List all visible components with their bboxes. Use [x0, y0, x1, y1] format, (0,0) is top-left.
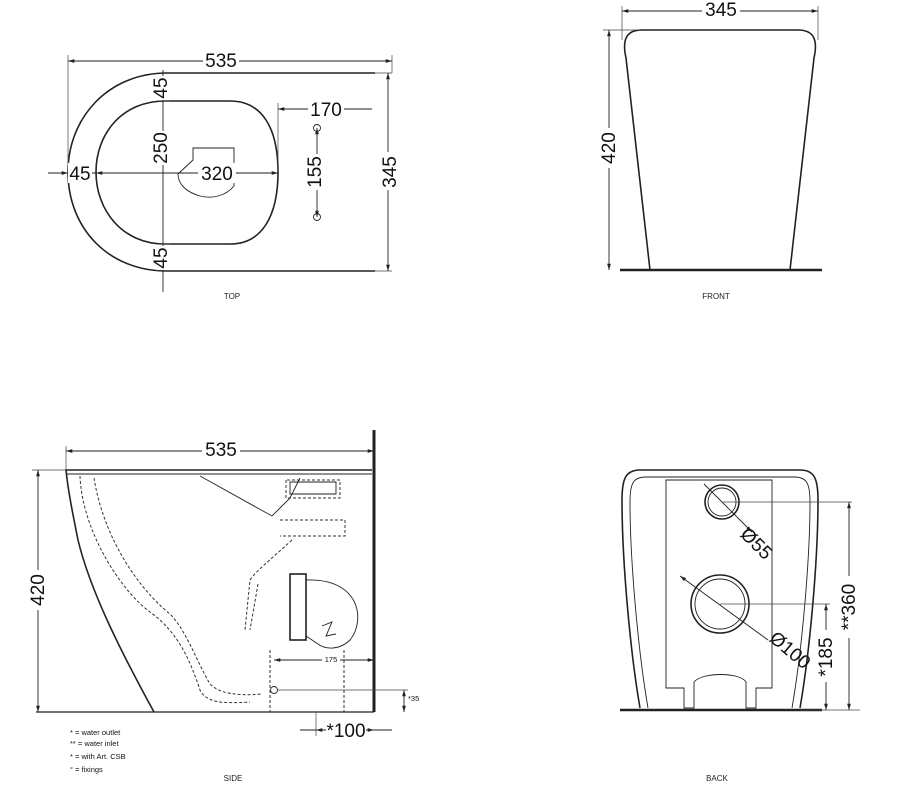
top-dim-fix-offset: 170: [310, 100, 342, 121]
legend-item: ° = fixings: [70, 765, 103, 774]
back-dim-outlet-height: *185: [816, 637, 837, 676]
top-dim-length: 535: [205, 51, 237, 72]
top-dim-rim-top: 45: [151, 77, 172, 98]
side-view-label: SIDE: [224, 774, 243, 783]
front-view-label: FRONT: [702, 292, 730, 301]
back-view-label: BACK: [706, 774, 728, 783]
top-dim-rim-bottom: 45: [151, 247, 172, 268]
top-view: 535 345 45 250 45 45 320 170 155: [48, 50, 401, 301]
legend: * = water outlet ** = water inlet * = wi…: [70, 728, 126, 774]
legend-item: ** = water inlet: [70, 739, 119, 748]
back-outer-outline: [621, 469, 819, 709]
side-dim-fix-height: *35: [408, 694, 419, 703]
top-dim-inner-length: 320: [201, 164, 233, 185]
back-view: Ø55 Ø100 *185 **360 BACK: [620, 469, 860, 783]
front-outline: [623, 29, 817, 271]
back-dim-inlet-dia: Ø55: [736, 524, 776, 564]
top-dim-rim-left: 45: [69, 164, 90, 185]
side-fixing-point: [270, 686, 278, 694]
top-dim-width: 345: [380, 156, 401, 188]
side-bowl-profile: [79, 475, 251, 704]
legend-item: * = with Art. CSB: [70, 752, 126, 761]
side-dim-length: 535: [205, 440, 237, 461]
side-dim-height: 420: [28, 574, 49, 606]
top-drain-outline: [177, 147, 235, 198]
side-dim-inlet-offset: 175: [325, 655, 338, 664]
side-outlet-flange: [289, 573, 307, 641]
top-dim-fix-spacing: 155: [305, 156, 326, 188]
front-view: 345 420 FRONT: [599, 0, 822, 301]
side-view: 535 420 175 *35 *100 * = water outlet **…: [28, 430, 419, 783]
front-dim-height: 420: [599, 132, 620, 164]
front-dim-width: 345: [705, 0, 737, 21]
back-recess-outline: [665, 479, 773, 709]
legend-item: * = water outlet: [70, 728, 121, 737]
top-view-label: TOP: [224, 292, 240, 301]
top-dim-inner-width: 250: [151, 132, 172, 164]
side-outer-profile: [65, 469, 372, 713]
back-dim-inlet-height: **360: [839, 584, 860, 631]
side-dim-outlet: *100: [326, 721, 365, 742]
top-bowl-outline: [95, 100, 279, 245]
